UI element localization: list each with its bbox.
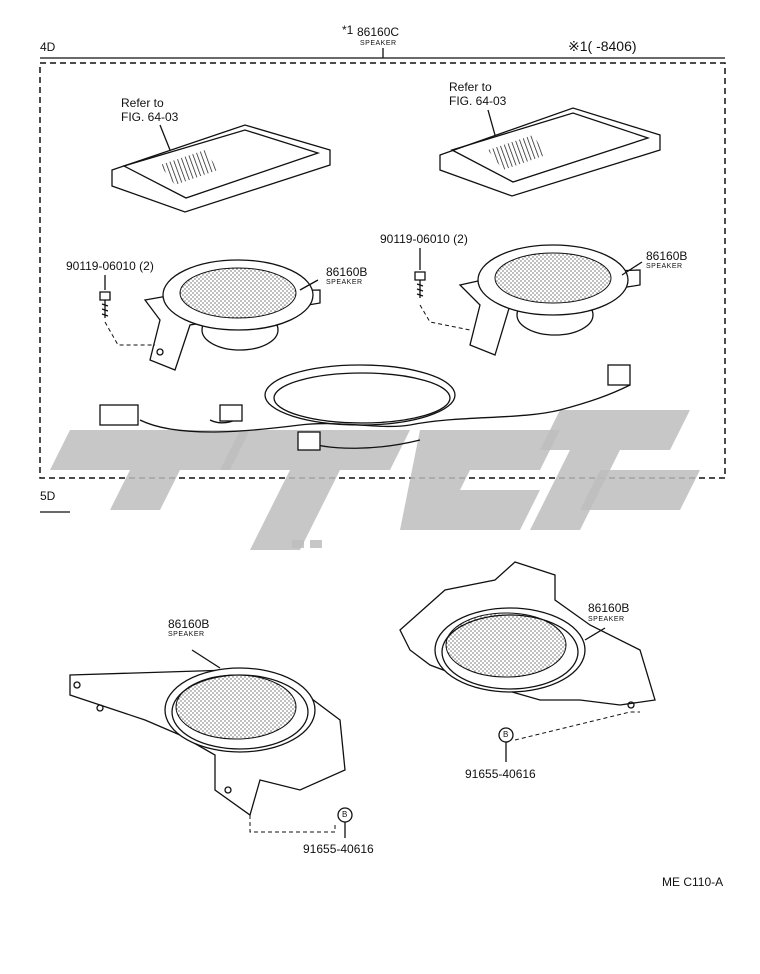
connector-mid bbox=[219, 404, 243, 422]
speaker-5d-right-number: 86160B bbox=[588, 601, 630, 615]
section-4d-label: 4D bbox=[40, 40, 56, 54]
bolt-marker-left-letter: B bbox=[342, 810, 348, 819]
screw-left-4d bbox=[99, 275, 155, 346]
applicability-note: ※1( -8406) bbox=[568, 38, 637, 54]
top-part-name: SPEAKER bbox=[360, 40, 397, 47]
screw-left-label: 90119-06010 (2) bbox=[66, 259, 154, 273]
speaker-left-4d bbox=[143, 259, 321, 371]
screw-right-4d bbox=[414, 248, 471, 331]
refer-left-line1: Refer to bbox=[121, 96, 164, 110]
diagram-code: ME C110-A bbox=[662, 875, 724, 889]
speaker-cover-right bbox=[439, 107, 661, 197]
connector-left bbox=[99, 404, 139, 426]
speaker-right-4d bbox=[458, 244, 643, 356]
connector-right bbox=[607, 364, 631, 386]
connector-center bbox=[297, 431, 321, 451]
speaker-right-name: SPEAKER bbox=[646, 263, 683, 270]
bolt-marker-right bbox=[498, 727, 514, 762]
top-part-note: *1 bbox=[342, 23, 354, 37]
bolt-marker-right-letter: B bbox=[503, 730, 509, 739]
section-4d-frame bbox=[39, 48, 726, 479]
wire-harness bbox=[99, 364, 631, 451]
speaker-right-number: 86160B bbox=[646, 249, 688, 263]
speaker-left-name: SPEAKER bbox=[326, 279, 363, 286]
speaker-5d-left-name: SPEAKER bbox=[168, 631, 205, 638]
speaker-left-5d bbox=[69, 649, 346, 833]
speaker-cover-left bbox=[111, 124, 331, 213]
refer-right-line2: FIG. 64-03 bbox=[449, 94, 507, 108]
watermark-graphic bbox=[50, 410, 700, 550]
speaker-5d-left-number: 86160B bbox=[168, 617, 210, 631]
speaker-5d-right-name: SPEAKER bbox=[588, 616, 625, 623]
refer-right-line1: Refer to bbox=[449, 80, 492, 94]
top-part-number: 86160C bbox=[357, 25, 400, 39]
speaker-left-number: 86160B bbox=[326, 265, 368, 279]
bolt-marker-left bbox=[337, 807, 353, 838]
section-5d-label: 5D bbox=[40, 489, 56, 503]
refer-left-line2: FIG. 64-03 bbox=[121, 110, 179, 124]
bolt-right-label: 91655-40616 bbox=[465, 767, 536, 781]
screw-right-label: 90119-06010 (2) bbox=[380, 232, 468, 246]
bolt-left-label: 91655-40616 bbox=[303, 842, 374, 856]
speaker-right-5d bbox=[399, 561, 656, 741]
